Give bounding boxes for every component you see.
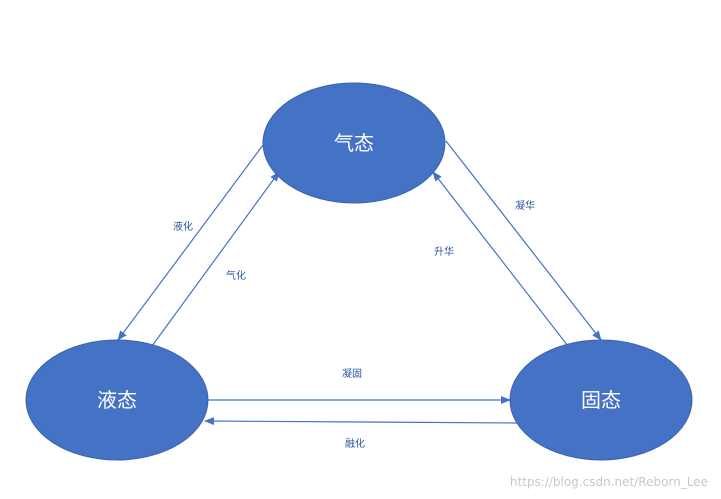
node-solid-ellipse <box>509 339 693 461</box>
arrow-desublimation <box>445 140 602 341</box>
node-gas-ellipse <box>262 82 446 204</box>
arrow-liquefaction <box>117 144 264 341</box>
edge-label-liquefaction: 液化 <box>173 220 193 233</box>
watermark-text: https://blog.csdn.net/Reborn_Lee <box>510 475 708 489</box>
edge-label-desublimation: 凝华 <box>515 199 535 212</box>
arrow-vaporization <box>151 171 280 347</box>
arrow-sublimation <box>432 171 569 347</box>
edge-label-melting: 融化 <box>345 437 365 450</box>
edge-label-vaporization: 气化 <box>226 269 246 282</box>
node-solid-label: 固态 <box>581 388 621 412</box>
node-gas: 气态 <box>262 82 446 204</box>
node-gas-label: 气态 <box>334 131 374 155</box>
node-solid: 固态 <box>509 339 693 461</box>
edge-label-solidification: 凝固 <box>342 368 362 380</box>
node-liquid-ellipse <box>25 339 209 461</box>
edge-label-sublimation: 升华 <box>434 245 454 258</box>
arrow-melting <box>204 417 519 426</box>
node-liquid: 液态 <box>25 339 209 461</box>
node-liquid-label: 液态 <box>97 388 137 412</box>
